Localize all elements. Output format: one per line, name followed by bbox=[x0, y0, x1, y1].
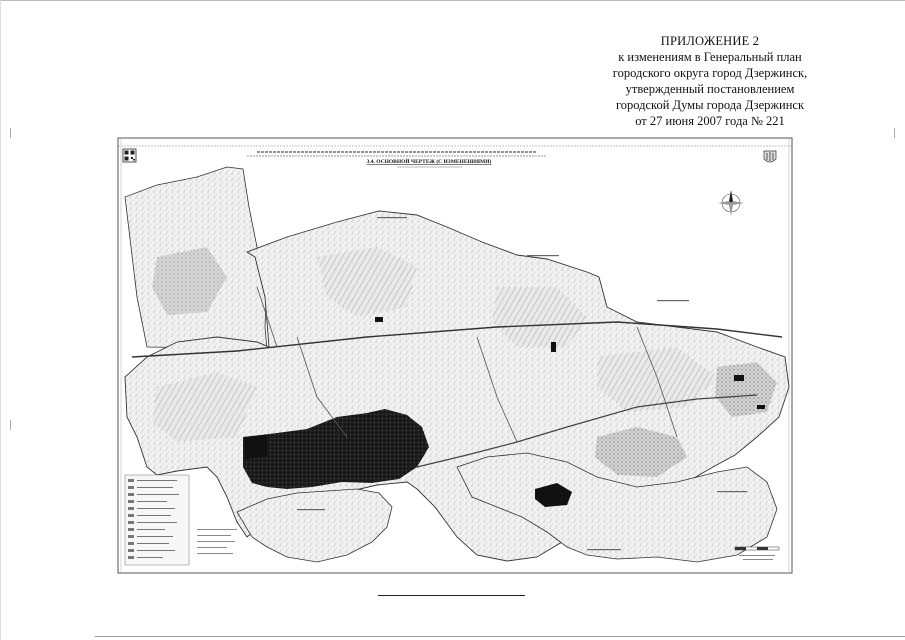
punch-mark bbox=[894, 128, 895, 138]
appendix-header: ПРИЛОЖЕНИЕ 2 к изменениям в Генеральный … bbox=[590, 33, 830, 129]
appendix-line: к изменениям в Генеральный план bbox=[618, 50, 802, 64]
industrial-zone bbox=[595, 427, 687, 477]
map-drawing: 3.4. ОСНОВНОЙ ЧЕРТЕЖ (С ИЗМЕНЕНИЯМИ) bbox=[117, 137, 793, 574]
place-labels bbox=[297, 217, 747, 551]
road bbox=[256, 286, 278, 348]
appendix-line: городской Думы города Дзержинск bbox=[615, 98, 805, 112]
industrial-zone bbox=[152, 247, 227, 315]
coat-of-arms-icon bbox=[763, 150, 777, 163]
building-block bbox=[734, 375, 744, 381]
forest-zone bbox=[597, 347, 717, 412]
city-center bbox=[243, 409, 429, 489]
scale-bar bbox=[734, 546, 780, 560]
page-edge-top bbox=[0, 0, 905, 1]
southwest-lobe bbox=[236, 488, 393, 563]
master-plan-map: 3.4. ОСНОВНОЙ ЧЕРТЕЖ (С ИЗМЕНЕНИЯМИ) bbox=[117, 137, 793, 574]
map-legend-secondary bbox=[197, 529, 237, 554]
qr-code-icon bbox=[122, 148, 137, 163]
page-edge-left bbox=[0, 0, 1, 640]
punch-mark bbox=[10, 420, 11, 430]
highway bbox=[416, 394, 758, 468]
forest-zone bbox=[317, 247, 417, 317]
compass-rose-icon bbox=[718, 190, 744, 216]
map-title: 3.4. ОСНОВНОЙ ЧЕРТЕЖ (С ИЗМЕНЕНИЯМИ) bbox=[367, 157, 492, 165]
building-block bbox=[375, 317, 383, 322]
appendix-line: от 27 июня 2007 года № 221 bbox=[635, 114, 785, 128]
city-center-block bbox=[245, 435, 267, 459]
railway-line bbox=[131, 321, 783, 358]
punch-mark bbox=[10, 128, 11, 138]
road bbox=[296, 336, 348, 438]
forest-zone bbox=[492, 287, 587, 347]
footer-rule bbox=[378, 595, 525, 596]
industrial-zone bbox=[715, 362, 777, 417]
appendix-title: ПРИЛОЖЕНИЕ 2 bbox=[660, 34, 760, 48]
appendix-line: городского округа город Дзержинск, bbox=[612, 66, 808, 80]
road bbox=[636, 326, 678, 438]
map-legend bbox=[124, 474, 190, 566]
building-block bbox=[757, 405, 765, 409]
page-edge-bottom bbox=[95, 636, 905, 637]
lake bbox=[535, 483, 572, 507]
appendix-line: утвержденный постановлением bbox=[625, 82, 795, 96]
building-block bbox=[551, 342, 556, 352]
road bbox=[476, 336, 518, 443]
forest-zone bbox=[152, 372, 257, 442]
southern-lobe bbox=[456, 452, 778, 563]
